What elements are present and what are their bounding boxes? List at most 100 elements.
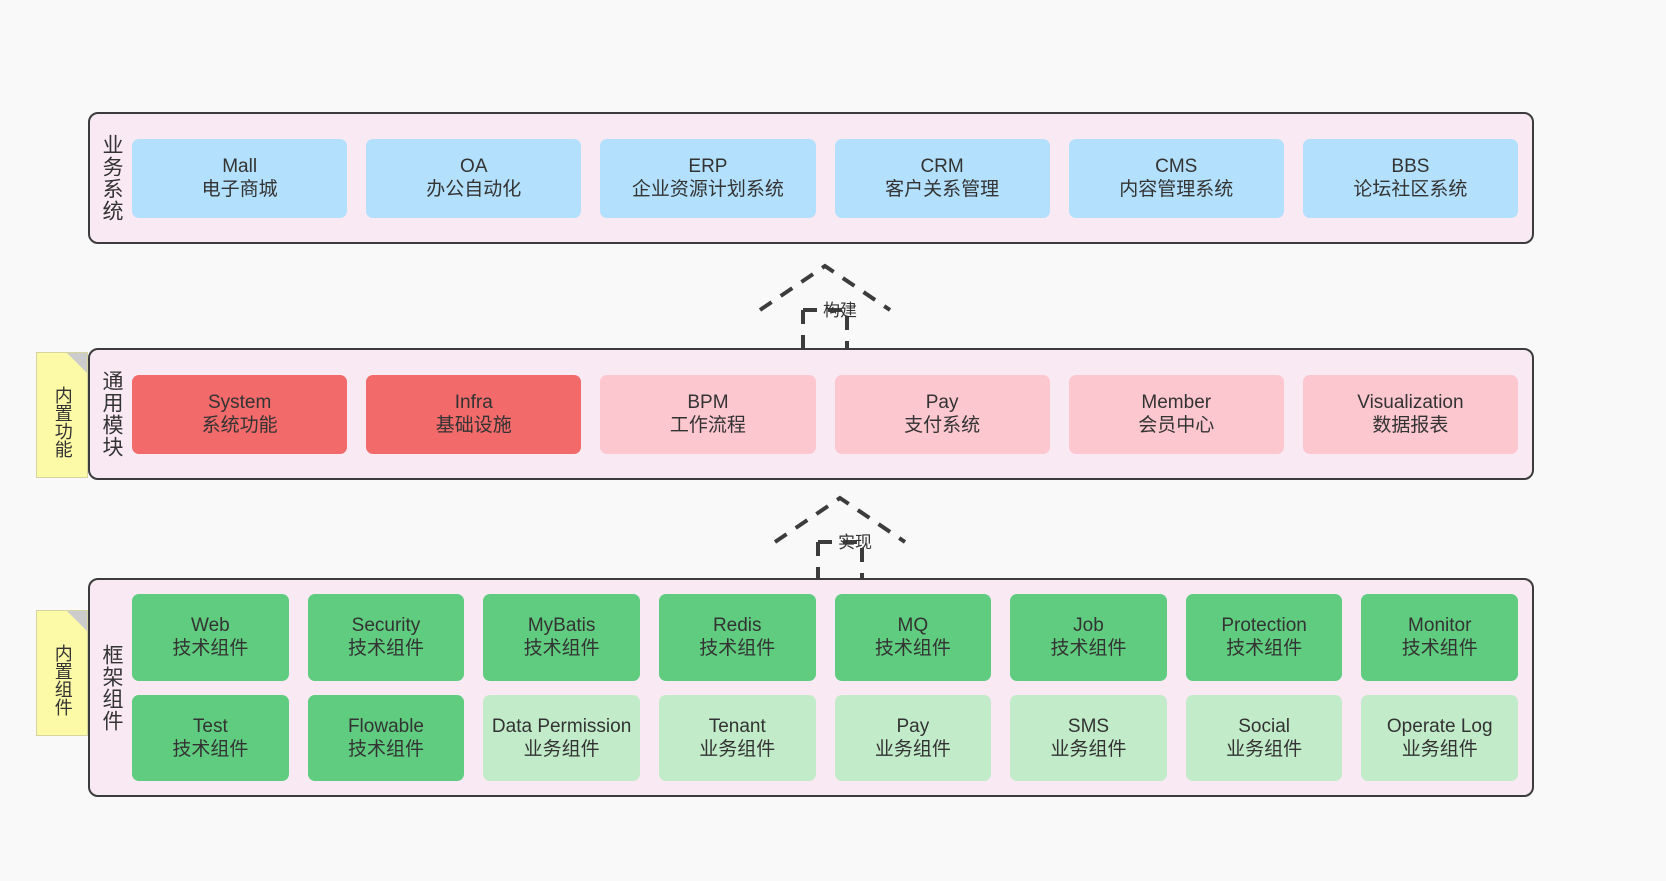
card-test[interactable]: Test 技术组件 [132,694,289,781]
card-title: CMS [1155,155,1198,177]
card-subtitle: 支付系统 [904,415,981,436]
card-subtitle: 电子商城 [201,179,278,200]
card-redis[interactable]: Redis 技术组件 [658,594,816,681]
arrow-implement: 实现 [755,490,955,586]
card-system[interactable]: System 系统功能 [132,374,348,454]
arrow-label-build: 构建 [823,301,857,320]
card-title: Tenant [708,715,766,737]
card-job[interactable]: Job 技术组件 [1010,594,1167,681]
card-title: Visualization [1357,391,1464,413]
card-title: Monitor [1408,615,1472,637]
card-title: Web [190,615,230,637]
card-flowable[interactable]: Flowable 技术组件 [307,694,465,781]
page-fold-icon [67,611,87,631]
layer-business-systems: 业务系统 Mall 电子商城 OA 办公自动化 ERP 企业资源计划系统 CRM… [88,112,1534,244]
card-subtitle: 企业资源计划系统 [631,179,784,200]
card-subtitle: 技术组件 [874,638,951,660]
card-title: Social [1238,715,1290,737]
card-subtitle: 技术组件 [1050,638,1127,660]
card-member[interactable]: Member 会员中心 [1068,374,1284,454]
note-text: 内置功能 [52,386,73,458]
card-subtitle: 业务组件 [523,738,600,760]
card-subtitle: 技术组件 [347,738,424,760]
card-infra[interactable]: Infra 基础设施 [366,374,582,454]
layer-label-common-modules: 通用模块 [100,370,124,458]
card-subtitle: 技术组件 [347,638,424,660]
card-oa[interactable]: OA 办公自动化 [366,138,582,218]
card-title: Operate Log [1386,715,1493,737]
card-title: ERP [688,155,728,177]
card-subtitle: 技术组件 [172,738,249,760]
page-fold-icon [67,353,87,373]
card-pay-biz[interactable]: Pay 业务组件 [834,694,992,781]
card-subtitle: 技术组件 [172,638,249,660]
card-title: Redis [712,615,762,637]
note-text: 内置组件 [52,644,73,716]
card-row-biz: Test 技术组件 Flowable 技术组件 Data Permission … [132,694,1519,781]
card-row: Mall 电子商城 OA 办公自动化 ERP 企业资源计划系统 CRM 客户关系… [132,138,1518,218]
card-subtitle: 业务组件 [1226,738,1303,760]
arrow-build: 构建 [740,258,940,354]
card-mall[interactable]: Mall 电子商城 [132,138,348,218]
card-title: Member [1141,391,1212,413]
layer-label-framework-components: 框架组件 [100,643,124,732]
arrow-label-implement: 实现 [838,533,872,552]
card-subtitle: 工作流程 [669,415,746,436]
card-title: OA [460,155,488,177]
card-subtitle: 业务组件 [874,738,951,760]
card-subtitle: 业务组件 [1401,738,1478,760]
note-builtin-components: 内置组件 [36,610,88,736]
card-subtitle: 内容管理系统 [1119,179,1234,200]
card-subtitle: 办公自动化 [426,179,522,200]
note-builtin-features: 内置功能 [36,352,88,478]
card-erp[interactable]: ERP 企业资源计划系统 [600,138,816,218]
card-row: System 系统功能 Infra 基础设施 BPM 工作流程 Pay 支付系统… [132,374,1518,454]
card-mybatis[interactable]: MyBatis 技术组件 [483,594,640,681]
card-subtitle: 业务组件 [699,738,776,760]
card-title: CRM [920,155,964,177]
card-data-permission[interactable]: Data Permission 业务组件 [483,694,640,781]
card-title: System [207,391,272,413]
card-title: Security [351,615,421,637]
card-title: Mall [222,155,258,177]
card-subtitle: 数据报表 [1372,415,1449,436]
card-title: BPM [687,391,729,413]
card-subtitle: 系统功能 [201,415,278,436]
card-title: Protection [1221,615,1307,637]
card-title: Job [1073,615,1104,637]
card-web[interactable]: Web 技术组件 [132,594,289,681]
card-tenant[interactable]: Tenant 业务组件 [658,694,816,781]
layer-common-modules: 通用模块 System 系统功能 Infra 基础设施 BPM 工作流程 Pay… [88,348,1534,480]
card-title: BBS [1391,155,1430,177]
card-social[interactable]: Social 业务组件 [1185,694,1343,781]
layer-body-common-modules: System 系统功能 Infra 基础设施 BPM 工作流程 Pay 支付系统… [128,350,1532,478]
card-security[interactable]: Security 技术组件 [307,594,465,681]
layer-framework-components: 框架组件 Web 技术组件 Security 技术组件 MyBatis 技术组件… [88,578,1534,797]
card-title: Pay [925,391,959,413]
card-title: Infra [454,391,493,413]
card-crm[interactable]: CRM 客户关系管理 [834,138,1050,218]
card-operate-log[interactable]: Operate Log 业务组件 [1361,694,1519,781]
card-subtitle: 技术组件 [523,638,600,660]
card-subtitle: 业务组件 [1050,738,1127,760]
card-protection[interactable]: Protection 技术组件 [1185,594,1343,681]
card-monitor[interactable]: Monitor 技术组件 [1361,594,1519,681]
card-mq[interactable]: MQ 技术组件 [834,594,992,681]
card-title: MQ [897,615,929,637]
card-subtitle: 技术组件 [1401,638,1478,660]
card-sms[interactable]: SMS 业务组件 [1010,694,1167,781]
card-subtitle: 客户关系管理 [885,179,1000,200]
card-title: Test [192,715,228,737]
card-visualization[interactable]: Visualization 数据报表 [1302,374,1518,454]
card-subtitle: 论坛社区系统 [1353,179,1468,200]
card-title: SMS [1067,715,1110,737]
card-cms[interactable]: CMS 内容管理系统 [1068,138,1284,218]
card-pay[interactable]: Pay 支付系统 [834,374,1050,454]
card-title: Pay [896,715,930,737]
layer-body-framework-components: Web 技术组件 Security 技术组件 MyBatis 技术组件 Redi… [128,580,1532,795]
card-subtitle: 技术组件 [1226,638,1303,660]
card-bpm[interactable]: BPM 工作流程 [600,374,816,454]
card-bbs[interactable]: BBS 论坛社区系统 [1302,138,1518,218]
card-subtitle: 技术组件 [699,638,776,660]
